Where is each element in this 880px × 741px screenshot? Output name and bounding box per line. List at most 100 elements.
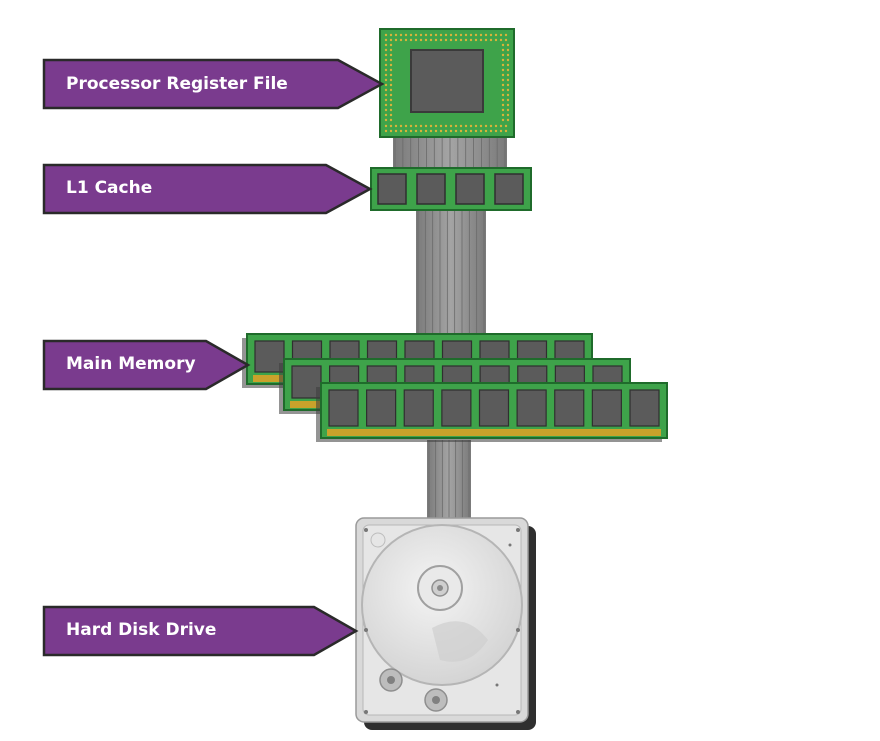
cpu-pin xyxy=(464,33,468,37)
l1-chip xyxy=(494,173,524,205)
cpu-pin xyxy=(506,58,510,62)
l1-cache-module xyxy=(370,167,532,211)
label-main-memory-text: Main Memory xyxy=(66,354,196,374)
cpu-pin xyxy=(404,33,408,37)
cpu-pin xyxy=(384,78,388,82)
cable-l1-to-memory xyxy=(416,205,486,340)
cpu-pin xyxy=(506,88,510,92)
cpu-pin xyxy=(504,38,508,42)
label-hard-disk-text: Hard Disk Drive xyxy=(66,620,216,640)
cpu-pin xyxy=(506,93,510,97)
cpu-pin xyxy=(506,118,510,122)
cpu-pin xyxy=(469,124,473,128)
label-l1-cache: L1 Cache xyxy=(42,163,373,215)
cpu-pin xyxy=(499,124,503,128)
memory-chip xyxy=(629,389,660,427)
cpu-pin xyxy=(389,93,393,97)
memory-chip xyxy=(478,389,510,427)
cpu-pin xyxy=(429,33,433,37)
cpu-pin xyxy=(394,129,398,133)
cpu-pin xyxy=(449,124,453,128)
cpu-pin xyxy=(479,38,483,42)
cpu-pin xyxy=(389,68,393,72)
cpu-pin xyxy=(394,33,398,37)
memory-chip xyxy=(516,389,547,427)
cpu-pin xyxy=(389,108,393,112)
cpu-pin xyxy=(389,73,393,77)
cpu-pin xyxy=(454,124,458,128)
cpu-pin xyxy=(444,124,448,128)
cpu-pin xyxy=(389,78,393,82)
label-register-file-text: Processor Register File xyxy=(66,74,288,94)
cpu-pin xyxy=(489,33,493,37)
cpu-pin xyxy=(501,63,505,67)
cpu-pin xyxy=(506,73,510,77)
cpu-pin xyxy=(439,38,443,42)
cpu-pin xyxy=(419,124,423,128)
memory-module xyxy=(316,382,668,442)
cpu-pin xyxy=(389,129,393,133)
cpu-pin xyxy=(469,38,473,42)
cpu-pin xyxy=(501,43,505,47)
cpu-pin xyxy=(384,53,388,57)
cpu-pin xyxy=(501,93,505,97)
gold-contacts xyxy=(327,429,661,436)
cpu-pin xyxy=(484,38,488,42)
cpu-pin xyxy=(389,48,393,52)
cpu-pin xyxy=(389,33,393,37)
cpu-pin xyxy=(506,108,510,112)
cpu-pin xyxy=(384,108,388,112)
cpu-pin xyxy=(434,124,438,128)
l1-cache-chips xyxy=(377,173,524,205)
cpu-pin xyxy=(389,103,393,107)
cpu-pin xyxy=(504,124,508,128)
cpu-pin xyxy=(484,124,488,128)
cpu-pin xyxy=(389,98,393,102)
cpu-pin xyxy=(506,98,510,102)
cpu-pin xyxy=(399,38,403,42)
cpu-pin xyxy=(384,103,388,107)
cpu-pin xyxy=(464,129,468,133)
cpu-pin xyxy=(424,129,428,133)
cpu-pin xyxy=(504,33,508,37)
cpu-pin xyxy=(474,129,478,133)
cpu-pin xyxy=(489,38,493,42)
cpu-pin xyxy=(389,124,393,128)
cpu-pin xyxy=(434,33,438,37)
cpu-pin xyxy=(414,129,418,133)
cpu-pin xyxy=(479,129,483,133)
cpu-pin xyxy=(384,93,388,97)
cpu-pin xyxy=(384,33,388,37)
cpu-pin xyxy=(404,129,408,133)
cpu-pin xyxy=(384,98,388,102)
cpu-pin xyxy=(474,38,478,42)
cpu-pin xyxy=(506,83,510,87)
cpu-pin xyxy=(484,129,488,133)
cpu-pin xyxy=(501,98,505,102)
cpu-pin xyxy=(506,53,510,57)
cpu-pin xyxy=(409,129,413,133)
memory-chip xyxy=(366,389,397,427)
cpu-pin xyxy=(501,48,505,52)
cpu-pin xyxy=(494,33,498,37)
cpu-pin xyxy=(389,58,393,62)
cpu-pin xyxy=(409,124,413,128)
cpu-pin xyxy=(501,73,505,77)
cpu-pin xyxy=(384,63,388,67)
cpu-pin xyxy=(489,129,493,133)
cpu-pin xyxy=(501,68,505,72)
cpu-pin xyxy=(449,33,453,37)
cpu-pin xyxy=(384,73,388,77)
cpu-pin xyxy=(459,33,463,37)
cpu-pin xyxy=(414,33,418,37)
label-hard-disk: Hard Disk Drive xyxy=(42,605,359,657)
cpu-pin xyxy=(454,33,458,37)
cpu-pin xyxy=(384,124,388,128)
disk-arm xyxy=(432,621,488,662)
cpu-pin xyxy=(429,124,433,128)
cpu-pin xyxy=(506,48,510,52)
cpu-pin xyxy=(419,33,423,37)
memory-chip xyxy=(441,389,472,427)
cpu-pin xyxy=(384,43,388,47)
